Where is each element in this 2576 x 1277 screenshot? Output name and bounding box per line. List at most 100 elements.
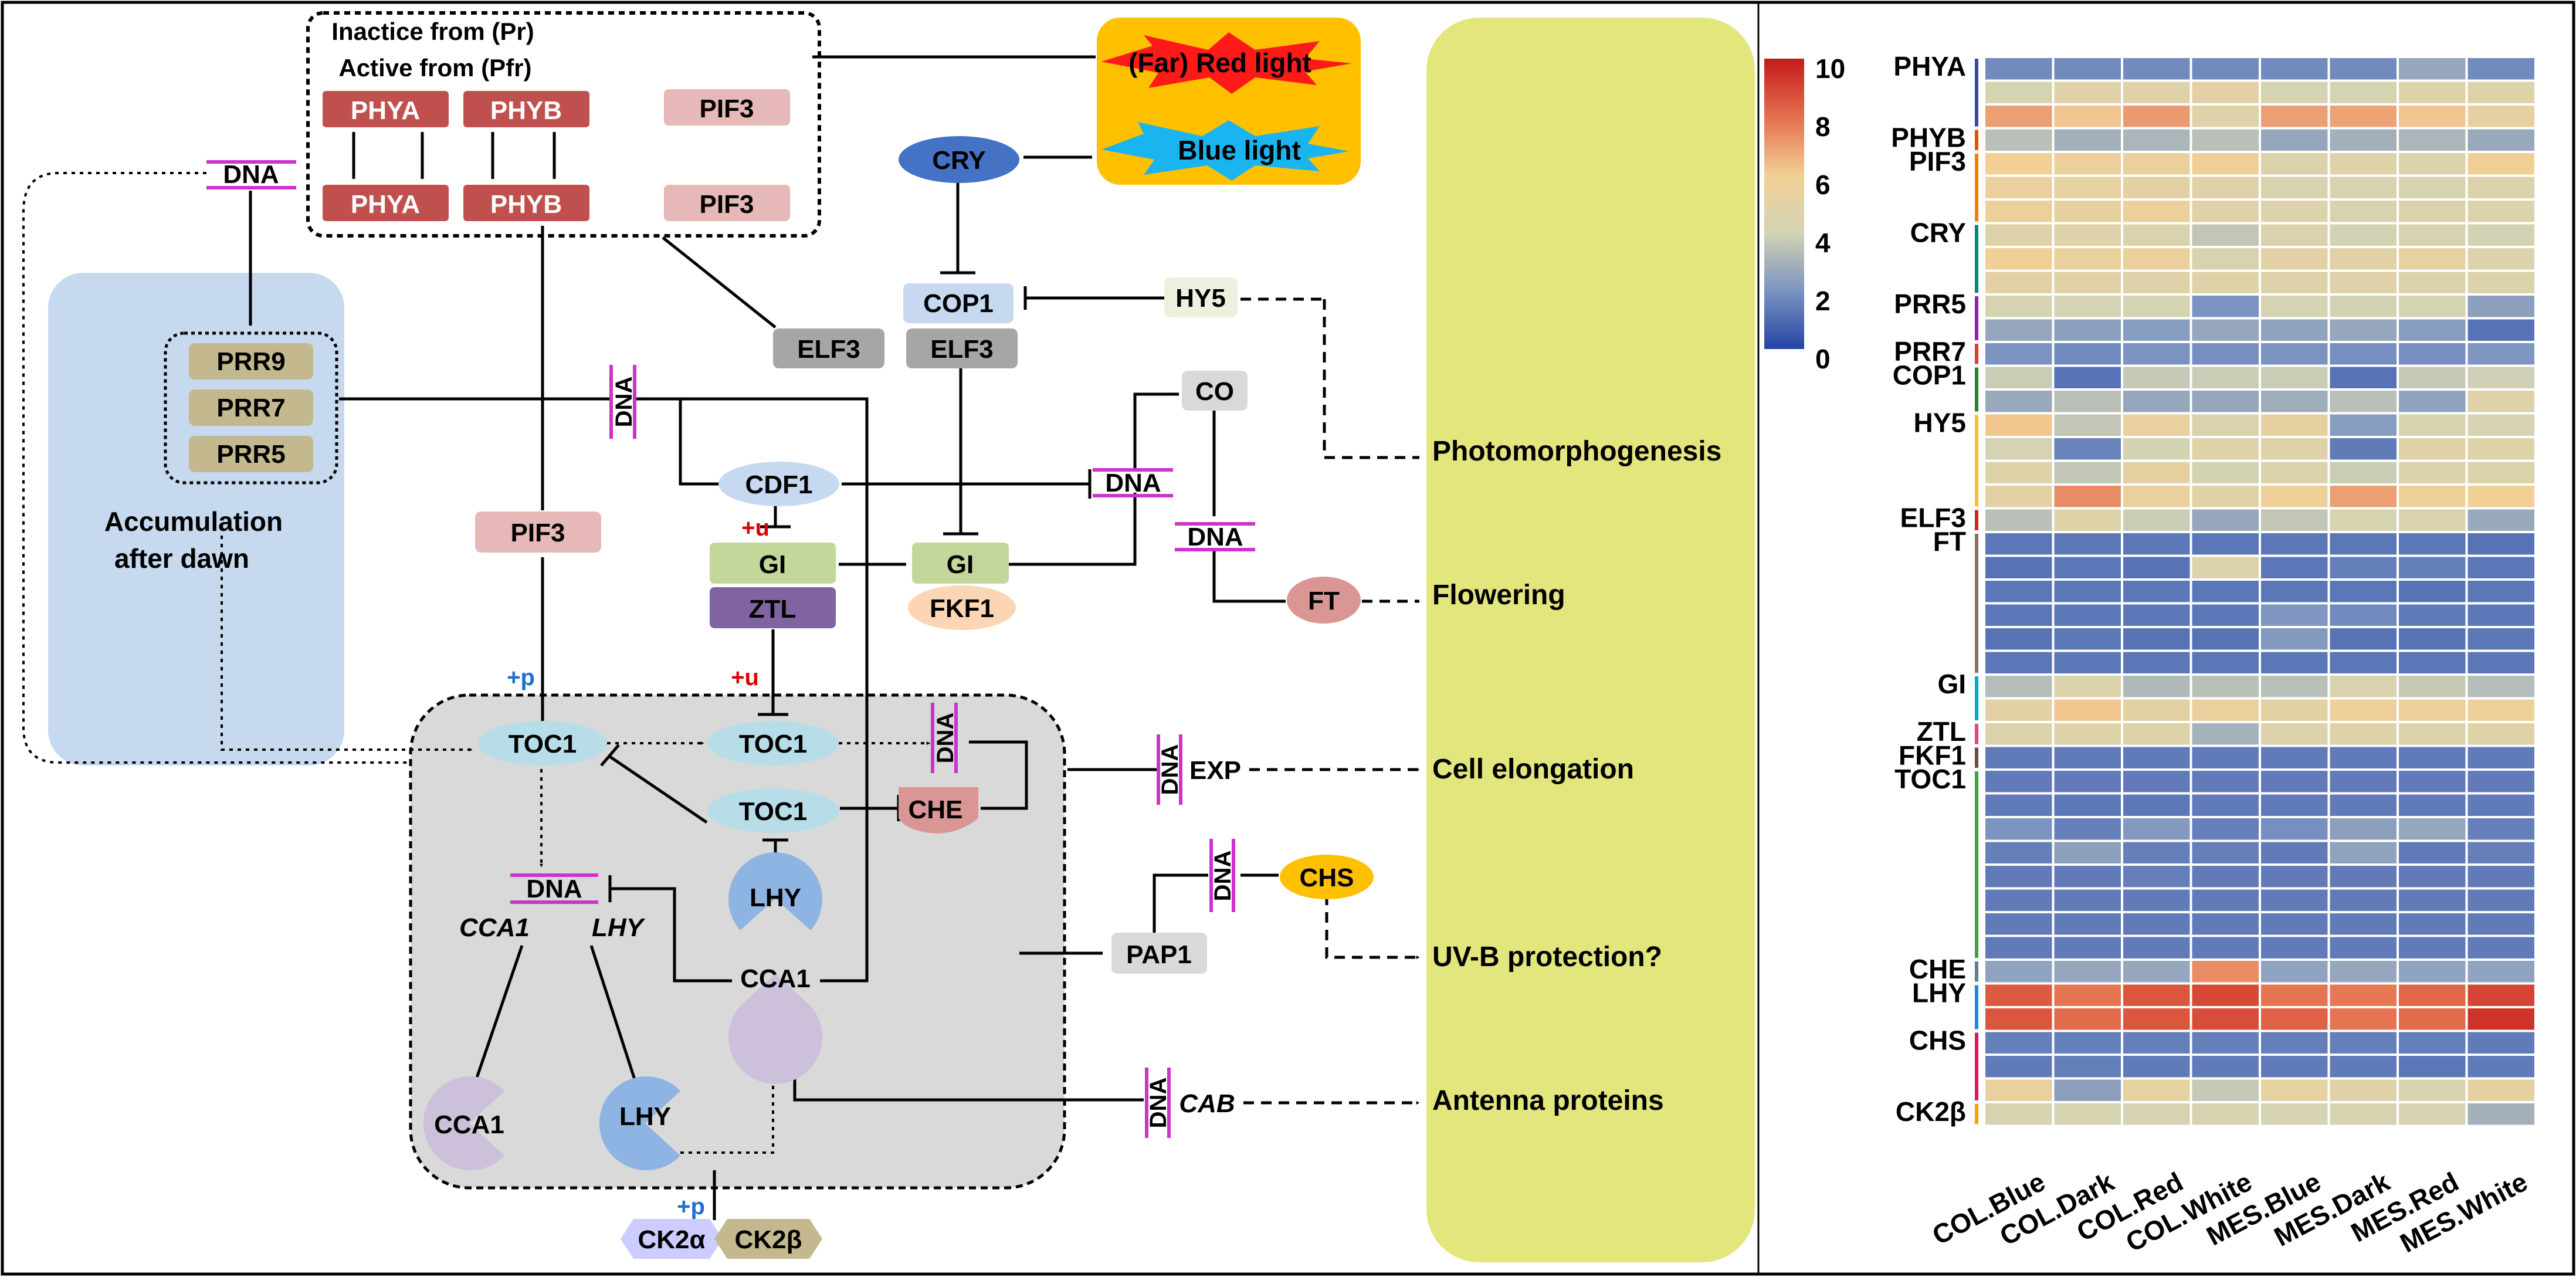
heatmap-cell — [2330, 248, 2397, 270]
heatmap-cell — [2330, 747, 2397, 768]
heatmap-cell — [2261, 82, 2328, 103]
heatmap-cell — [2399, 604, 2466, 626]
heatmap-cell — [2399, 414, 2466, 436]
output-photomorphogenesis: Photomorphogenesis — [1432, 436, 1721, 467]
blue-light-label: Blue light — [1178, 135, 1301, 165]
gene-row-label: GI — [1937, 669, 1966, 699]
heatmap-cell — [2192, 248, 2259, 270]
heatmap-cell — [2123, 486, 2190, 507]
cop1-node: COP1 — [903, 283, 1014, 323]
heatmap-cell — [2054, 913, 2121, 935]
heatmap-cell — [2261, 581, 2328, 602]
heatmap-cell — [2123, 106, 2190, 127]
heatmap-cell — [2330, 58, 2397, 80]
heatmap-cell — [2261, 509, 2328, 531]
dna-vertical-chs: DNA — [1209, 839, 1236, 912]
heatmap-cell — [1985, 82, 2052, 103]
pfr-label: Active from (Pfr) — [338, 54, 531, 82]
heatmap-cell — [2192, 628, 2259, 650]
heatmap-cell — [2467, 1032, 2534, 1054]
heatmap-cell — [2261, 533, 2328, 555]
cdf1-label: CDF1 — [745, 470, 813, 499]
heatmap-cell — [2261, 486, 2328, 507]
heatmap-cell — [2330, 652, 2397, 673]
heatmap-cell — [1985, 1008, 2052, 1030]
heatmap-cell — [2123, 747, 2190, 768]
heatmap-cell — [2399, 248, 2466, 270]
heatmap-cell — [2330, 604, 2397, 626]
heatmap-cell — [2261, 438, 2328, 460]
cca1-bottom-node: CCA1 — [423, 1076, 504, 1170]
heatmap-cell — [2399, 628, 2466, 650]
heatmap-cell — [1985, 913, 2052, 935]
heatmap-cell — [2399, 462, 2466, 483]
heatmap-cell — [2054, 557, 2121, 578]
heatmap-cell — [2192, 581, 2259, 602]
heatmap-cell — [2123, 937, 2190, 958]
heatmap-cell — [2330, 1032, 2397, 1054]
cca1-bottom-label: CCA1 — [434, 1110, 504, 1139]
dna-right-1: DNA — [1093, 468, 1173, 497]
heatmap-cell — [2123, 1032, 2190, 1054]
heatmap-cell — [1985, 557, 2052, 578]
output-flowering: Flowering — [1432, 580, 1565, 611]
heatmap-cell — [2054, 1008, 2121, 1030]
heatmap-cell — [2192, 414, 2259, 436]
lhy-bottom-label: LHY — [619, 1102, 671, 1131]
heatmap-cell — [2054, 676, 2121, 697]
pif3-bottom-node: PIF3 — [664, 185, 790, 221]
heatmap-cell — [1985, 438, 2052, 460]
heatmap-cell — [1985, 486, 2052, 507]
heatmap-cell — [2467, 129, 2534, 151]
heatmap-cell — [2261, 1008, 2328, 1030]
heatmap-cell — [2054, 224, 2121, 246]
heatmap-cell — [2399, 1079, 2466, 1101]
heatmap-cell — [1985, 58, 2052, 80]
heatmap-cell — [2467, 248, 2534, 270]
heatmap-cell — [2123, 818, 2190, 840]
heatmap-cell — [2192, 818, 2259, 840]
heatmap-cell — [2123, 652, 2190, 673]
heatmap-cell — [2054, 1103, 2121, 1125]
heatmap-cell — [2192, 82, 2259, 103]
heatmap-cell — [2054, 794, 2121, 816]
gene-row-label: CK2β — [1896, 1096, 1966, 1127]
heatmap-cell — [2054, 1056, 2121, 1078]
heatmap-cell — [2467, 177, 2534, 198]
heatmap-cell — [2467, 414, 2534, 436]
plus-u-cdf1: +u — [741, 515, 770, 541]
heatmap-cell — [2054, 984, 2121, 1006]
heatmap-cell — [2192, 937, 2259, 958]
heatmap-cell — [2192, 1008, 2259, 1030]
heatmap-cell — [1985, 628, 2052, 650]
gene-row-label: PIF3 — [1909, 146, 1966, 177]
cry-label: CRY — [932, 146, 985, 175]
heatmap-cell — [2399, 106, 2466, 127]
heatmap-cell — [2330, 201, 2397, 222]
ft-node: FT — [1287, 577, 1361, 624]
heatmap-cell — [2467, 272, 2534, 293]
heatmap-cell — [1985, 319, 2052, 341]
heatmap-cell — [1985, 652, 2052, 673]
heatmap-cell — [2261, 747, 2328, 768]
heatmap-cell — [2054, 248, 2121, 270]
heatmap-cell — [2123, 177, 2190, 198]
ztl-label: ZTL — [749, 595, 796, 624]
heatmap-cell — [2192, 319, 2259, 341]
gi-left-node: GI — [710, 543, 836, 584]
heatmap-cell — [2399, 391, 2466, 412]
heatmap-cell — [1985, 937, 2052, 958]
heatmap-cell — [2123, 129, 2190, 151]
prr7-node: PRR7 — [189, 389, 313, 426]
heatmap-cell — [2399, 818, 2466, 840]
heatmap-cell — [2399, 794, 2466, 816]
heatmap-cell — [1985, 129, 2052, 151]
heatmap-cell — [1985, 248, 2052, 270]
lhy-bottom-node: LHY — [599, 1076, 680, 1170]
heatmap-cell — [2192, 842, 2259, 863]
heatmap-cell — [2330, 794, 2397, 816]
heatmap-cell — [2054, 153, 2121, 175]
heatmap-cell — [2192, 1032, 2259, 1054]
output-uvb-protection: UV-B protection? — [1432, 941, 1662, 973]
heatmap-cell — [2261, 913, 2328, 935]
